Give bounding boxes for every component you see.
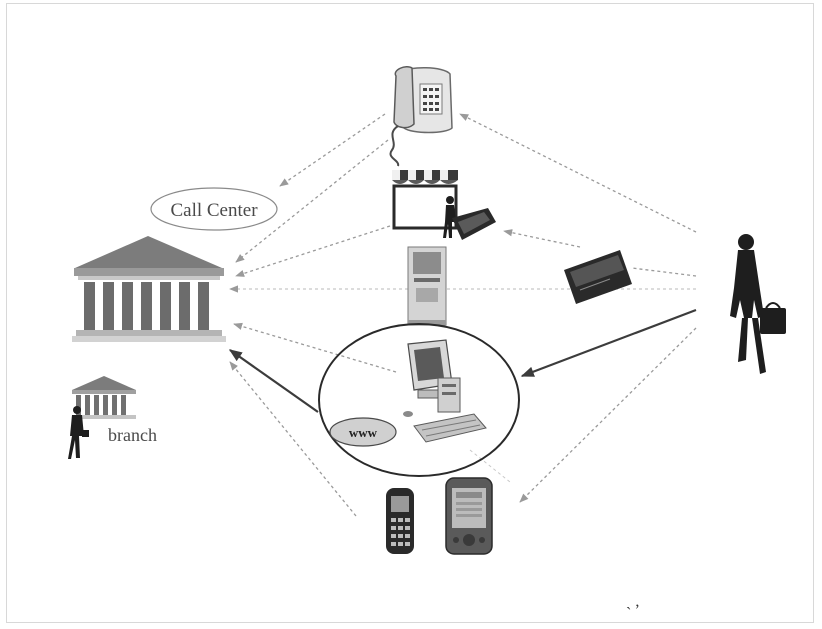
branch-label: branch (108, 425, 157, 445)
call-center-label: Call Center (170, 200, 258, 221)
arrow-person-to-pda (520, 328, 696, 502)
kiosk-shop-icon (392, 170, 496, 240)
arrow-web-to-bank-solid (230, 350, 318, 412)
www-label: www (349, 425, 378, 440)
footer-mark: ˎ , (626, 593, 639, 610)
arrow-person-to-kiosk (504, 231, 580, 247)
bank-icon (72, 236, 226, 342)
mobile-phone-icon (386, 488, 414, 554)
businesswoman-icon (730, 234, 786, 374)
arrow-phone-to-bank (236, 140, 388, 262)
arrow-web-to-mobile (470, 450, 510, 482)
computer-icon (403, 340, 486, 442)
pda-icon (446, 478, 492, 554)
arrow-person-to-phone (460, 114, 696, 232)
small-bank-icon (72, 376, 136, 419)
bank-card-icon (564, 250, 632, 304)
arrow-person-card-link (632, 268, 696, 276)
arrow-kiosk-to-bank (236, 226, 390, 276)
atm-icon (408, 247, 446, 325)
arrow-phone-to-callcenter (280, 114, 385, 186)
arrows (230, 114, 696, 516)
telephone-icon (390, 67, 452, 166)
arrow-person-to-web-solid (522, 310, 696, 376)
arrow-computer-to-bank (234, 324, 396, 372)
